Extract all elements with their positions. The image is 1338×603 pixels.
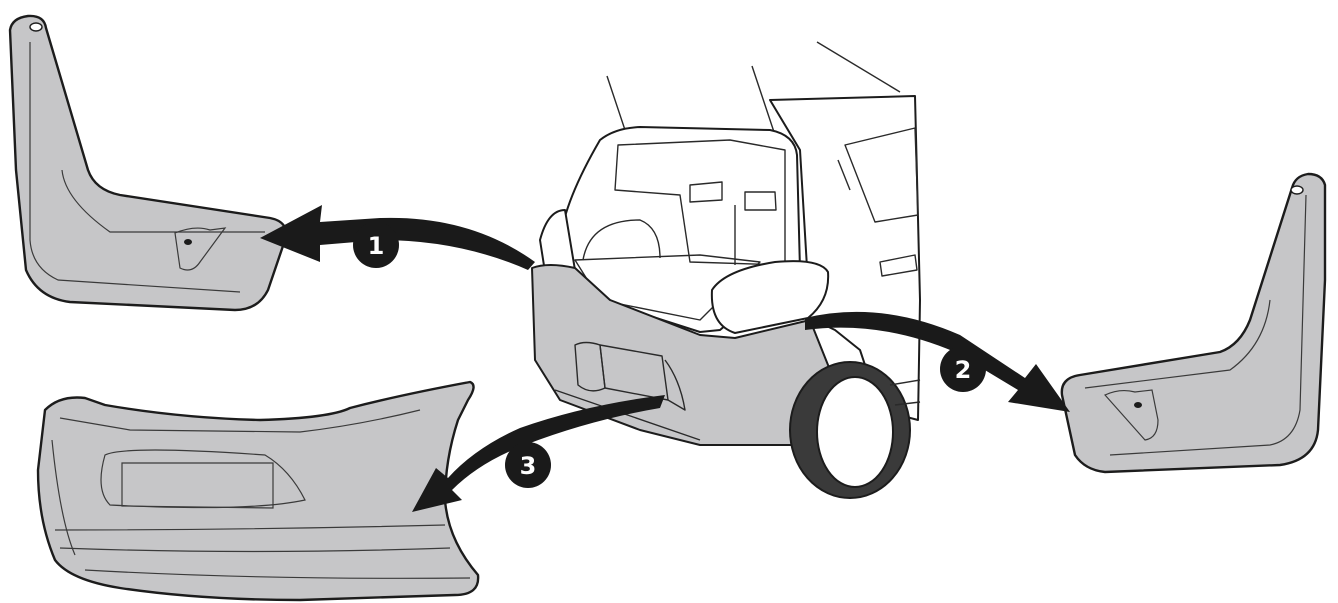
- rear-bumper: [38, 382, 478, 600]
- callout-2-label: 2: [955, 356, 972, 384]
- callout-1-label: 1: [368, 232, 385, 260]
- mudflap-right: [1062, 174, 1325, 472]
- callout-3-label: 3: [520, 452, 537, 480]
- car-rear-illustration: [532, 42, 920, 498]
- mudflap-left: [10, 16, 286, 310]
- callout-3: 3: [505, 442, 551, 488]
- callout-2: 2: [940, 346, 986, 392]
- callout-1: 1: [353, 222, 399, 268]
